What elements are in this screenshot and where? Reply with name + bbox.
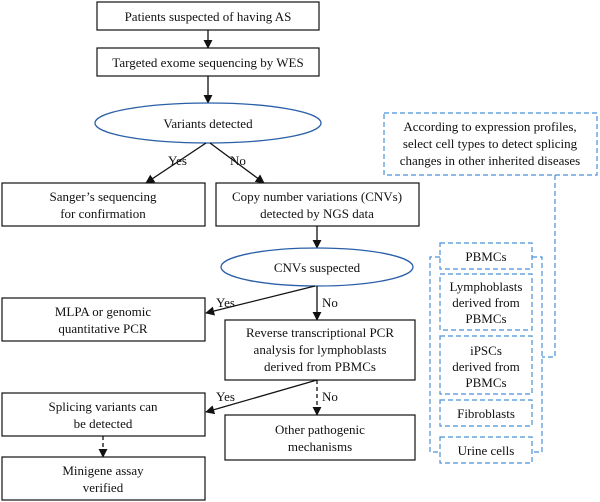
arrow-variants-sanger (145, 142, 207, 184)
ipscs-line-3: PBMCs (465, 375, 506, 390)
edge-yes-1: Yes (168, 153, 187, 168)
fibroblasts-label: Fibroblasts (457, 406, 515, 421)
splicing-line-2: be detected (74, 416, 133, 431)
cnv-line-2: detected by NGS data (260, 206, 374, 221)
ipscs-line-1: iPSCs (470, 343, 502, 358)
cnvs-suspected-node: CNVs suspected (220, 247, 414, 287)
lymphoblasts-line-3: PBMCs (465, 311, 506, 326)
right-bracket (532, 256, 543, 453)
arrow-variants-cnv (209, 142, 265, 184)
note-line-1: According to expression profiles, (403, 119, 576, 134)
note-connector (542, 175, 556, 358)
arrow-rtpcr-splicing (205, 379, 318, 415)
minigene-node: Minigene assay verified (1, 456, 206, 501)
variants-detected-node: Variants detected (94, 102, 322, 144)
sanger-node: Sanger’s sequencing for confirmation (1, 182, 206, 227)
cnvs-suspected-label: CNVs suspected (274, 260, 361, 275)
variants-label: Variants detected (163, 116, 253, 131)
splicing-line-1: Splicing variants can (48, 399, 158, 414)
note-line-2: select cell types to detect splicing (403, 136, 578, 151)
pbmcs-box (439, 242, 533, 270)
splicing-node: Splicing variants can be detected (1, 392, 206, 437)
edge-no-3: No (322, 389, 338, 404)
fibroblasts-box (439, 399, 533, 427)
urine-cells-label: Urine cells (458, 443, 515, 458)
lymphoblasts-line-2: derived from (452, 295, 520, 310)
sanger-line-1: Sanger’s sequencing (50, 189, 157, 204)
cnv-line-1: Copy number variations (CNVs) (232, 189, 402, 204)
rtpcr-node: Reverse transcriptional PCR analysis for… (224, 319, 416, 381)
edge-no-2: No (322, 295, 338, 310)
urine-cells-box (439, 436, 533, 464)
mlpa-line-1: MLPA or genomic (55, 304, 152, 319)
patients-node: Patients suspected of having AS (96, 1, 320, 31)
edge-yes-2: Yes (216, 295, 235, 310)
cell-types-group: PBMCs Lymphoblasts derived from PBMCs iP… (429, 175, 556, 464)
minigene-line-2: verified (83, 480, 124, 495)
arrow-cnv-mlpa (205, 285, 316, 316)
rtpcr-line-2: analysis for lymphoblasts (254, 342, 387, 357)
expression-note: According to expression profiles, select… (383, 112, 598, 176)
pbmcs-label: PBMCs (465, 249, 506, 264)
other-line-1: Other pathogenic (275, 422, 365, 437)
ipscs-line-2: derived from (452, 359, 520, 374)
mlpa-line-2: quantitative PCR (58, 321, 148, 336)
cnv-node: Copy number variations (CNVs) detected b… (215, 182, 420, 227)
rtpcr-line-3: derived from PBMCs (264, 359, 376, 374)
wes-node: Targeted exome sequencing by WES (96, 47, 320, 77)
rtpcr-line-1: Reverse transcriptional PCR (246, 325, 394, 340)
ipscs-box (439, 335, 533, 395)
edge-no-1: No (230, 153, 246, 168)
mlpa-node: MLPA or genomic quantitative PCR (1, 297, 206, 342)
patients-label: Patients suspected of having AS (125, 9, 292, 24)
note-line-3: changes in other inherited diseases (400, 153, 581, 168)
sanger-line-2: for confirmation (60, 206, 146, 221)
lymphoblasts-line-1: Lymphoblasts (450, 279, 523, 294)
other-line-2: mechanisms (288, 439, 352, 454)
left-bracket (429, 256, 440, 453)
lymphoblasts-box (439, 273, 533, 331)
other-mechanisms-node: Other pathogenic mechanisms (224, 414, 416, 461)
wes-label: Targeted exome sequencing by WES (112, 55, 303, 70)
edge-yes-3: Yes (216, 389, 235, 404)
minigene-line-1: Minigene assay (62, 463, 144, 478)
